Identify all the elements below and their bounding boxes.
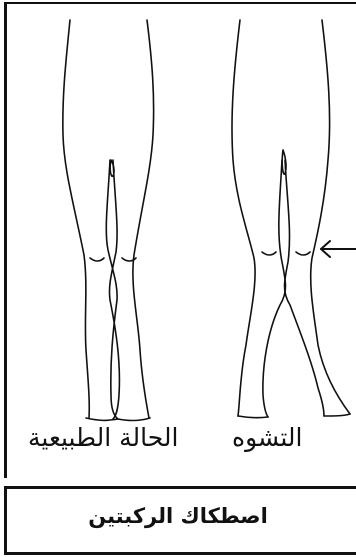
deformity-right-leg-outer xyxy=(311,20,350,414)
left-arrow-icon xyxy=(321,241,356,257)
figure-title: اصطكاك الركبتين xyxy=(0,504,356,528)
deformity-feet xyxy=(238,414,350,418)
caption-normal: الحالة الطبيعية xyxy=(28,423,178,452)
deformity-legs xyxy=(232,20,350,418)
normal-left-leg-outer xyxy=(63,20,89,418)
normal-legs xyxy=(63,20,154,420)
normal-feet xyxy=(86,418,150,420)
deformity-left-kneecap xyxy=(262,252,276,255)
caption-deformity: التشوه xyxy=(232,423,302,452)
normal-left-kneecap xyxy=(90,258,104,261)
deformity-left-leg-outer xyxy=(232,20,255,416)
deformity-inner-left xyxy=(263,160,286,417)
normal-right-leg-outer xyxy=(133,20,154,418)
deformity-inner-right xyxy=(285,160,325,416)
deformity-thigh-gap xyxy=(282,150,286,174)
deformity-right-kneecap xyxy=(296,252,310,255)
